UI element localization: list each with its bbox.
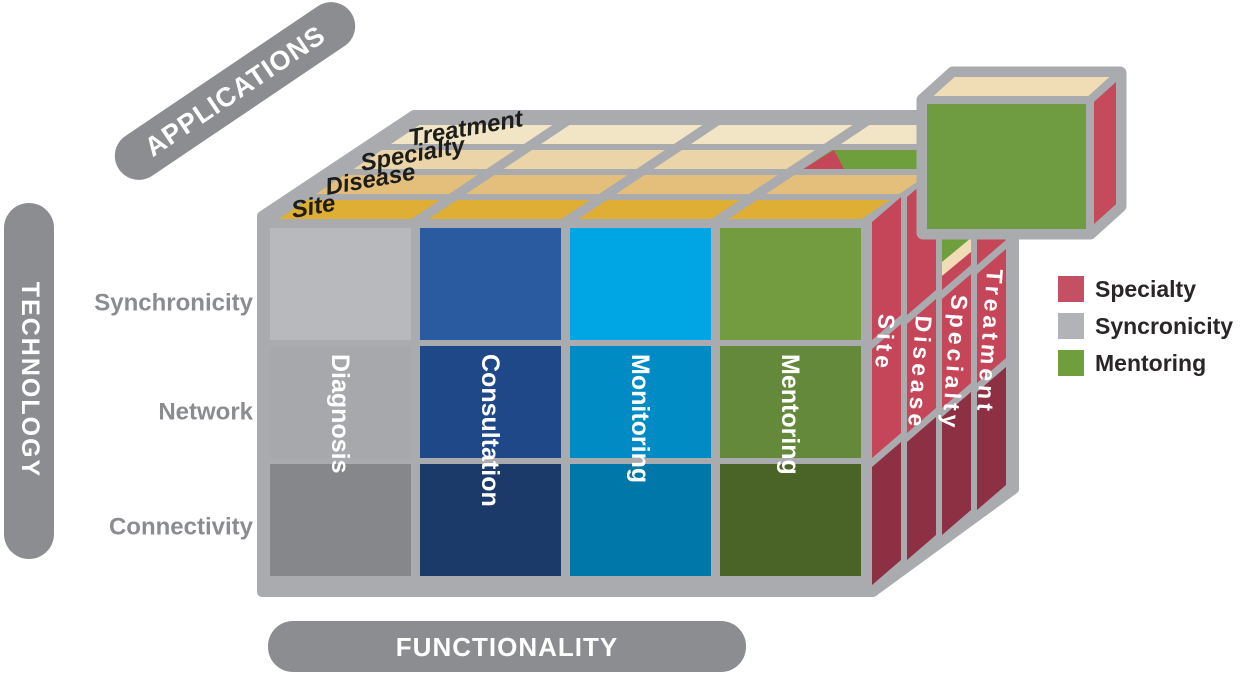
legend-label-specialty: Specialty <box>1095 276 1196 302</box>
top-cell-specialty-1 <box>353 150 515 169</box>
extraction-hole-red-sliver <box>803 150 844 169</box>
extracted-cube <box>916 66 1127 240</box>
front-cell-diagnosis-2 <box>270 346 411 458</box>
technology-label: TECHNOLOGY <box>16 282 44 478</box>
front-cell-diagnosis-3 <box>270 464 411 576</box>
front-cell-consultation-3 <box>420 464 561 576</box>
front-column-label-mentoring: Mentoring <box>776 354 804 475</box>
legend-swatch-specialty <box>1058 276 1084 302</box>
extracted-cube-front-face <box>919 96 1094 237</box>
slab-disease-middle <box>907 299 936 433</box>
top-cell-disease-1 <box>316 175 478 194</box>
slab-site-bottom <box>872 442 901 585</box>
row-label-network: Network <box>158 399 253 426</box>
front-cell-mentoring-2 <box>720 346 861 458</box>
top-cell-treatment-3 <box>691 125 853 144</box>
slab-treatment-middle <box>977 249 1006 383</box>
slab-treatment-bottom <box>977 367 1006 510</box>
front-cell-consultation-1 <box>420 228 561 340</box>
front-cell-monitoring-3 <box>570 464 711 576</box>
top-cell-treatment-1 <box>391 125 553 144</box>
applications-pill <box>114 2 356 180</box>
slab-label-site: Site <box>870 313 900 373</box>
top-cell-disease-4 <box>766 175 928 194</box>
legend-label-syncronicity: Syncronicity <box>1095 313 1233 339</box>
slab-site-top <box>872 197 901 340</box>
row-label-connectivity: Connectivity <box>109 514 254 541</box>
front-cell-diagnosis-1 <box>270 228 411 340</box>
top-cell-specialty-2 <box>503 150 665 169</box>
functionality-pill <box>268 621 746 672</box>
top-cell-disease-3 <box>616 175 778 194</box>
front-cell-mentoring-1 <box>720 228 861 340</box>
front-column-label-consultation: Consultation <box>476 354 504 507</box>
front-column-label-monitoring: Monitoring <box>626 354 654 483</box>
technology-axis: TECHNOLOGY <box>4 203 54 559</box>
slab-specialty-middle <box>942 274 971 408</box>
front-cell-monitoring-1 <box>570 228 711 340</box>
top-cell-site-3 <box>578 200 740 219</box>
technology-pill <box>4 203 54 559</box>
top-cell-treatment-2 <box>541 125 703 144</box>
top-cell-site-4 <box>728 200 890 219</box>
slab-specialty-bottom <box>942 392 971 535</box>
functionality-label: FUNCTIONALITY <box>396 632 618 662</box>
front-cell-monitoring-2 <box>570 346 711 458</box>
row-label-synchronicity: Synchronicity <box>94 290 253 317</box>
applications-axis: APPLICATIONS <box>114 2 356 180</box>
legend-swatch-mentoring <box>1058 350 1084 376</box>
top-cell-site-1 <box>278 200 440 219</box>
slab-site-middle <box>872 324 901 458</box>
slab-disease-bottom <box>907 417 936 560</box>
extracted-cube-side-face <box>1086 69 1124 237</box>
legend-swatch-syncronicity <box>1058 313 1084 339</box>
functionality-axis: FUNCTIONALITY <box>268 621 746 672</box>
front-column-label-diagnosis: Diagnosis <box>326 354 354 473</box>
slab-specialty-top <box>942 252 971 290</box>
top-cell-site-2 <box>428 200 590 219</box>
legend: Specialty Syncronicity Mentoring <box>1058 276 1233 376</box>
front-cell-mentoring-3 <box>720 464 861 576</box>
slab-specialty-hole-cream <box>942 238 971 276</box>
legend-label-mentoring: Mentoring <box>1095 350 1206 376</box>
front-cell-consultation-2 <box>420 346 561 458</box>
top-cell-disease-2 <box>466 175 628 194</box>
applications-label: APPLICATIONS <box>139 20 331 163</box>
top-cell-specialty-3 <box>653 150 815 169</box>
